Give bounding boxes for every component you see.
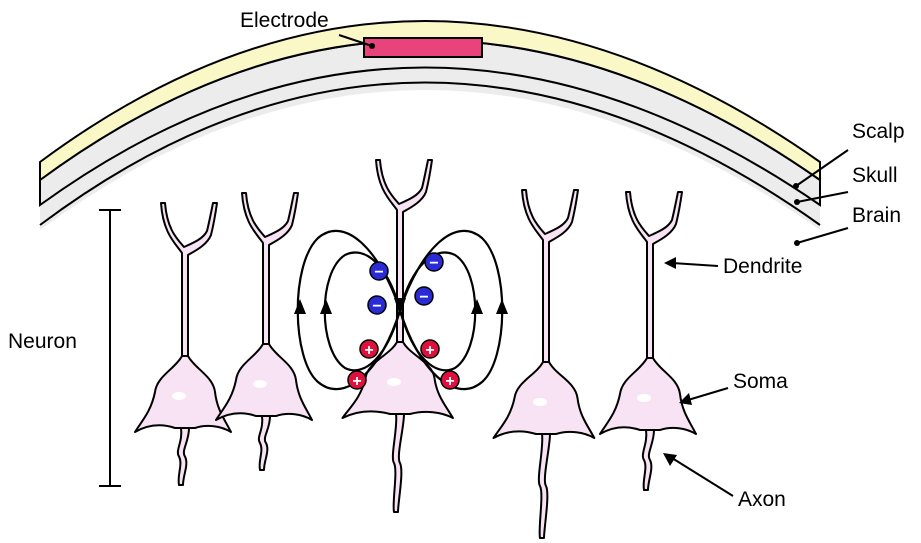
negative-ions: − − − − <box>368 253 443 315</box>
dendrite-arrow <box>664 257 718 269</box>
axon-arrow <box>663 453 733 496</box>
neuron-dendrite <box>242 193 298 347</box>
negative-ion: − <box>368 296 386 315</box>
brain-leader <box>797 228 848 243</box>
neuron-highlight <box>637 394 651 402</box>
neuron-dendrite <box>522 190 578 365</box>
negative-ion: − <box>425 253 443 272</box>
soma-label: Soma <box>733 370 788 393</box>
field-arrow-right-outer <box>496 299 508 314</box>
positive-ion: + <box>421 340 439 359</box>
neuron-highlight <box>387 378 401 386</box>
positive-ion: + <box>360 340 378 359</box>
dendrite-label: Dendrite <box>723 255 802 278</box>
axon-label: Axon <box>738 488 786 511</box>
svg-text:+: + <box>364 342 373 359</box>
skull-leader-dot <box>794 199 800 205</box>
svg-text:−: − <box>419 289 428 306</box>
svg-text:−: − <box>372 298 381 315</box>
neuron-axon <box>643 430 654 490</box>
electrode-label: Electrode <box>240 9 329 32</box>
electrode-pad <box>364 38 482 57</box>
electrode-leader-dot <box>369 43 375 49</box>
neuron-label: Neuron <box>8 330 77 353</box>
neuron <box>135 203 231 485</box>
neuron <box>343 160 453 512</box>
neuron-axon <box>259 416 270 470</box>
neuron-dendrite <box>161 203 217 359</box>
scalp-leader-dot <box>793 183 799 189</box>
svg-text:+: + <box>352 373 361 390</box>
field-arrow-center <box>394 298 406 316</box>
skull-label: Skull <box>852 164 898 187</box>
field-arrow-right-inner <box>471 299 483 314</box>
neuron-highlight <box>533 398 547 406</box>
svg-text:+: + <box>445 373 454 390</box>
neuron <box>600 192 696 490</box>
skull-layer <box>40 40 820 205</box>
brain-region <box>40 60 820 230</box>
brain-label: Brain <box>852 204 901 227</box>
negative-ion: − <box>415 287 433 306</box>
scalp-label: Scalp <box>852 120 905 143</box>
positive-ion: + <box>441 371 459 390</box>
neuron <box>494 190 595 538</box>
neuron-axon <box>539 434 550 538</box>
neuron-scale-bar <box>99 210 121 486</box>
field-arrow-left-outer <box>294 299 306 314</box>
soma-arrow <box>679 388 728 405</box>
neuron-axon <box>393 414 404 512</box>
neuron-dendrite <box>626 192 682 361</box>
neuron-axon <box>178 428 189 485</box>
neuron-highlight <box>172 392 186 400</box>
positive-ion: + <box>348 371 366 390</box>
neuron <box>216 193 312 470</box>
svg-text:+: + <box>425 342 434 359</box>
neuron-highlight <box>253 380 267 388</box>
field-arrow-left-inner <box>320 299 332 314</box>
svg-text:−: − <box>374 264 383 281</box>
neuron-dendrite <box>376 160 432 345</box>
negative-ion: − <box>370 262 388 281</box>
brain-leader-dot <box>794 240 800 246</box>
svg-text:−: − <box>429 255 438 272</box>
